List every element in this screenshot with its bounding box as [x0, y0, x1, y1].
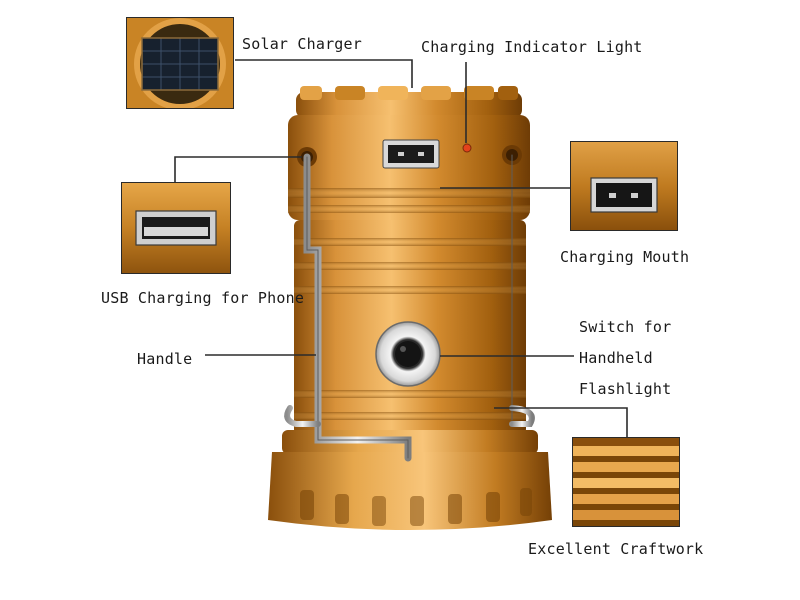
- craftwork-ribs-icon: [573, 438, 679, 526]
- label-switch-line-1: Switch for: [579, 318, 672, 336]
- steel-handle: [284, 151, 535, 462]
- usb-port-icon: [122, 183, 230, 273]
- label-excellent-craftwork: Excellent Craftwork: [528, 540, 704, 558]
- charging-mouth-port: [382, 139, 440, 169]
- flashlight-switch: [375, 321, 441, 387]
- label-solar-charger: Solar Charger: [242, 35, 362, 53]
- label-charging-mouth: Charging Mouth: [560, 248, 690, 266]
- label-switch-line-3: Flashlight: [579, 380, 672, 398]
- label-usb-charging: USB Charging for Phone: [101, 289, 305, 307]
- charging-indicator-led: [462, 143, 472, 153]
- solar-panel-thumbnail: [126, 17, 234, 109]
- charging-mouth-thumbnail: [570, 141, 678, 231]
- charging-mouth-icon: [571, 142, 677, 230]
- lantern-top-cap: [296, 86, 522, 118]
- lantern-base: [268, 452, 552, 530]
- usb-port-thumbnail: [121, 182, 231, 274]
- label-charging-indicator-light: Charging Indicator Light: [421, 38, 643, 56]
- label-switch-line-2: Handheld: [579, 349, 653, 367]
- craftwork-thumbnail: [572, 437, 680, 527]
- solar-panel-icon: [127, 18, 233, 108]
- label-handle: Handle: [137, 350, 193, 368]
